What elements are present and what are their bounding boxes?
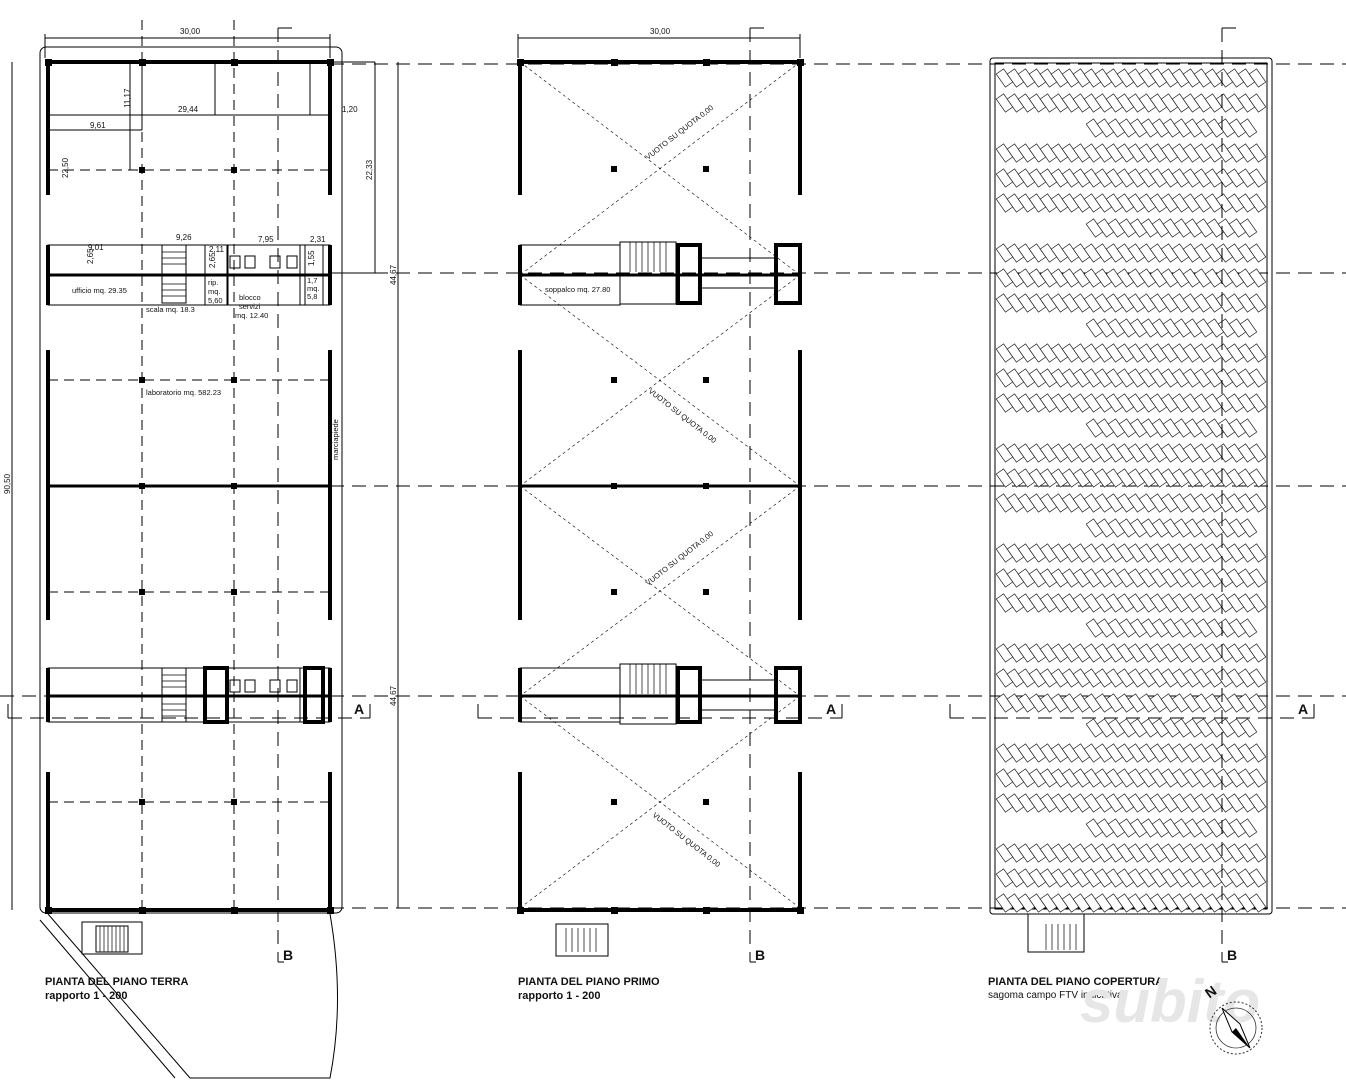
dim-2-65a: 2,65 xyxy=(86,248,95,264)
ground-plan-title: PIANTA DEL PIANO TERRA xyxy=(45,976,188,988)
pv-panel xyxy=(1248,393,1267,413)
ground-plan-scale: rapporto 1 - 200 xyxy=(45,990,128,1002)
room-services-label-2: servizi xyxy=(239,302,261,311)
room-lab-label: laboratorio mq. 582.23 xyxy=(146,388,221,397)
room-small-label-1: 1,7 xyxy=(307,276,317,285)
pv-panel-field xyxy=(995,68,1267,913)
pv-panel xyxy=(1248,668,1267,688)
first-floor-plan: 30,00 VUOTO SU QUOTA 0 xyxy=(477,27,843,1002)
void-label-4: VUOTO SU QUOTA 0,00 xyxy=(651,810,722,868)
pv-panel xyxy=(1239,318,1258,338)
room-stair-label: scala mq. 18.3 xyxy=(146,305,195,314)
first-plan-scale: rapporto 1 - 200 xyxy=(518,990,601,1002)
roof-plan-subtitle: sagoma campo FTV indicativa xyxy=(988,990,1123,1001)
dim-1-20: 1,20 xyxy=(342,105,358,114)
dim-11-17: 11,17 xyxy=(123,88,132,108)
pv-panel xyxy=(1248,843,1267,863)
void-label-3: VUOTO SU QUOTA 0,00 xyxy=(644,529,715,587)
pv-panel xyxy=(1248,268,1267,288)
dim-total-height: 90,50 xyxy=(3,473,12,494)
room-office-label: ufficio mq. 29.35 xyxy=(72,286,127,295)
roof-plan: B A PIANTA DEL PIANO COPERTURA sagoma ca… xyxy=(949,27,1315,1001)
pv-panel xyxy=(1248,368,1267,388)
pv-panel xyxy=(1248,193,1267,213)
dim-9-61: 9,61 xyxy=(90,121,106,130)
room-small-label-2: mq. xyxy=(307,284,320,293)
dim-9-01: 9,01 xyxy=(88,243,104,252)
ground-stair-lower xyxy=(161,667,187,723)
section-b-label-first: B xyxy=(755,947,765,963)
void-label-2: VUOTO SU QUOTA 0,00 xyxy=(647,386,718,444)
pv-panel xyxy=(1239,418,1258,438)
pv-panel xyxy=(1248,793,1267,813)
dim-9-26: 9,26 xyxy=(176,233,192,242)
room-storage-label-3: 5,60 xyxy=(208,296,223,305)
first-stair-lower xyxy=(619,663,677,725)
pv-panel xyxy=(1239,218,1258,238)
dim-width-top: 30,00 xyxy=(180,27,201,36)
pv-panel xyxy=(1248,693,1267,713)
pv-panel xyxy=(1248,243,1267,263)
ground-external-stair xyxy=(95,925,129,953)
dim-1-55: 1,55 xyxy=(307,250,316,266)
pv-panel xyxy=(1248,568,1267,588)
section-a-label-ground: A xyxy=(354,701,364,717)
ground-floor-plan: 30,00 xyxy=(3,20,399,1079)
pv-panel xyxy=(1248,593,1267,613)
pv-panel xyxy=(1248,68,1267,88)
pv-panel xyxy=(1239,718,1258,738)
pv-panel xyxy=(1239,118,1258,138)
dim-22-50: 22,50 xyxy=(61,157,70,178)
pv-panel xyxy=(1248,468,1267,488)
pv-panel xyxy=(1248,293,1267,313)
section-b-label-roof: B xyxy=(1227,947,1237,963)
pv-panel xyxy=(1248,768,1267,788)
pv-panel xyxy=(1239,818,1258,838)
room-services-label-1: blocco xyxy=(239,293,261,302)
dim-half-bottom: 44,67 xyxy=(389,685,398,706)
pv-panel xyxy=(1248,643,1267,663)
ground-toilets-upper xyxy=(229,255,298,269)
first-external-stair xyxy=(565,928,597,952)
roof-access-stair xyxy=(1045,924,1077,950)
section-b-label-ground: B xyxy=(283,947,293,963)
pv-panel xyxy=(1248,868,1267,888)
section-a-label-roof: A xyxy=(1298,701,1308,717)
sidewalk-label: marciapiede xyxy=(331,419,340,460)
pv-panel xyxy=(1248,443,1267,463)
dim-22-33: 22,33 xyxy=(365,159,374,180)
ground-toilets-lower xyxy=(229,679,298,693)
dim-2-65b: 2,65 xyxy=(208,252,217,268)
first-plan-title: PIANTA DEL PIANO PRIMO xyxy=(518,976,660,988)
pv-panel xyxy=(1248,743,1267,763)
dim-2-31: 2,31 xyxy=(310,235,326,244)
room-services-label-3: mq. 12.40 xyxy=(235,311,268,320)
mezzanine-label: soppalco mq. 27.80 xyxy=(545,285,610,294)
dim-half-top: 44,67 xyxy=(389,264,398,285)
pv-panel xyxy=(1248,93,1267,113)
room-storage-label-1: rip. xyxy=(208,278,218,287)
void-label-1: VUOTO SU QUOTA 0,00 xyxy=(644,103,715,161)
room-small-label-3: 5,8 xyxy=(307,292,317,301)
dim-7-95: 7,95 xyxy=(258,235,274,244)
pv-panel xyxy=(1248,493,1267,513)
pv-panel xyxy=(1239,518,1258,538)
pv-panel xyxy=(1248,343,1267,363)
pv-panel xyxy=(1248,168,1267,188)
room-storage-label-2: mq. xyxy=(208,287,221,296)
pv-panel xyxy=(1248,143,1267,163)
ground-stair-upper xyxy=(161,244,187,304)
first-dim-width-top: 30,00 xyxy=(650,27,671,36)
section-a-label-first: A xyxy=(826,701,836,717)
pv-panel xyxy=(1239,618,1258,638)
dim-2-11: 2,11 xyxy=(209,245,225,254)
roof-plan-title: PIANTA DEL PIANO COPERTURA xyxy=(988,976,1163,988)
pv-panel xyxy=(1248,893,1267,913)
pv-panel xyxy=(1248,543,1267,563)
dim-inner-width: 29,44 xyxy=(178,105,199,114)
